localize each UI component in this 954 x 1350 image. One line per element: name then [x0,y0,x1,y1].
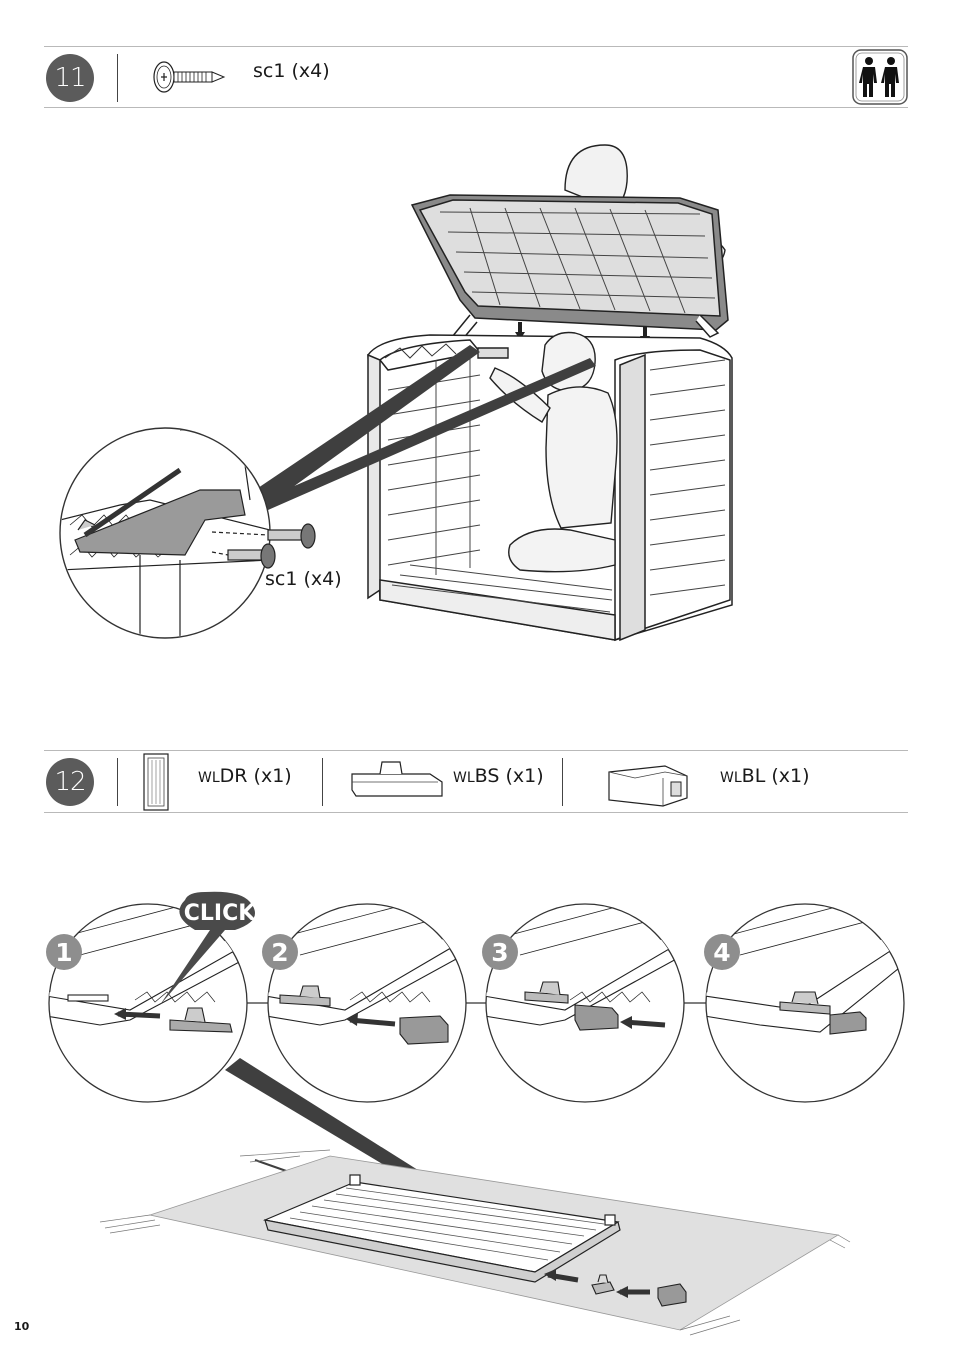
part-label-bl: WLBL (x1) [720,765,810,787]
lid-open [410,194,729,341]
sub-step-1: 1 [46,934,82,970]
sub-step-3: 3 [482,934,518,970]
detail-circle-2 [267,903,467,1103]
step-number-12: 12 [46,758,94,806]
part-qty: (x1) [253,765,292,787]
part-code: BL [741,765,766,787]
part-label-bs: WLBS (x1) [453,765,544,787]
sub-step-2: 2 [262,934,298,970]
callout-qty: (x4) [303,568,342,590]
bolt-slider-icon [351,761,443,797]
door-panel-icon [143,753,169,811]
shed-body [367,334,733,642]
header-separator [117,758,118,806]
part-code: sc1 [253,60,286,82]
detail-circle-3 [485,903,685,1103]
part-prefix: WL [720,770,742,786]
part-qty: (x1) [771,765,810,787]
screw-icon [153,61,226,93]
part-prefix: WL [453,770,475,786]
part-label-dr: WLDR (x1) [198,765,292,787]
part-prefix: WL [198,770,220,786]
click-label: CLICK [183,900,256,926]
door-panel-flat [262,1174,621,1283]
detail-circle-11 [59,427,316,639]
header-rule-top-11 [44,46,908,47]
callout-label-sc1: sc1 (x4) [265,568,342,590]
two-person-icon [852,49,908,105]
sub-step-4: 4 [704,934,740,970]
page-number: 10 [14,1320,30,1333]
click-bubble-shape [160,891,255,1005]
bolt-parts-mat [544,1269,687,1307]
bolt-lock-icon [608,765,688,807]
part-code: DR [219,765,248,787]
floor-fringe [99,1149,851,1336]
step11-illustration [59,144,733,642]
part-code: BS [474,765,500,787]
header-rule-bottom-12 [44,812,908,813]
header-separator [562,758,563,806]
detail-circle-4 [705,903,905,1103]
header-rule-bottom-11 [44,107,908,108]
header-separator [322,758,323,806]
step-number-11: 11 [46,54,94,102]
step12-illustration [48,891,905,1336]
part-qty: (x1) [505,765,544,787]
callout-code: sc1 [265,568,298,590]
zoom-wedge-11 [255,345,596,510]
part-qty: (x4) [291,60,330,82]
header-rule-top-12 [44,750,908,751]
header-separator [117,54,118,102]
part-label-sc1: sc1 (x4) [253,60,330,82]
